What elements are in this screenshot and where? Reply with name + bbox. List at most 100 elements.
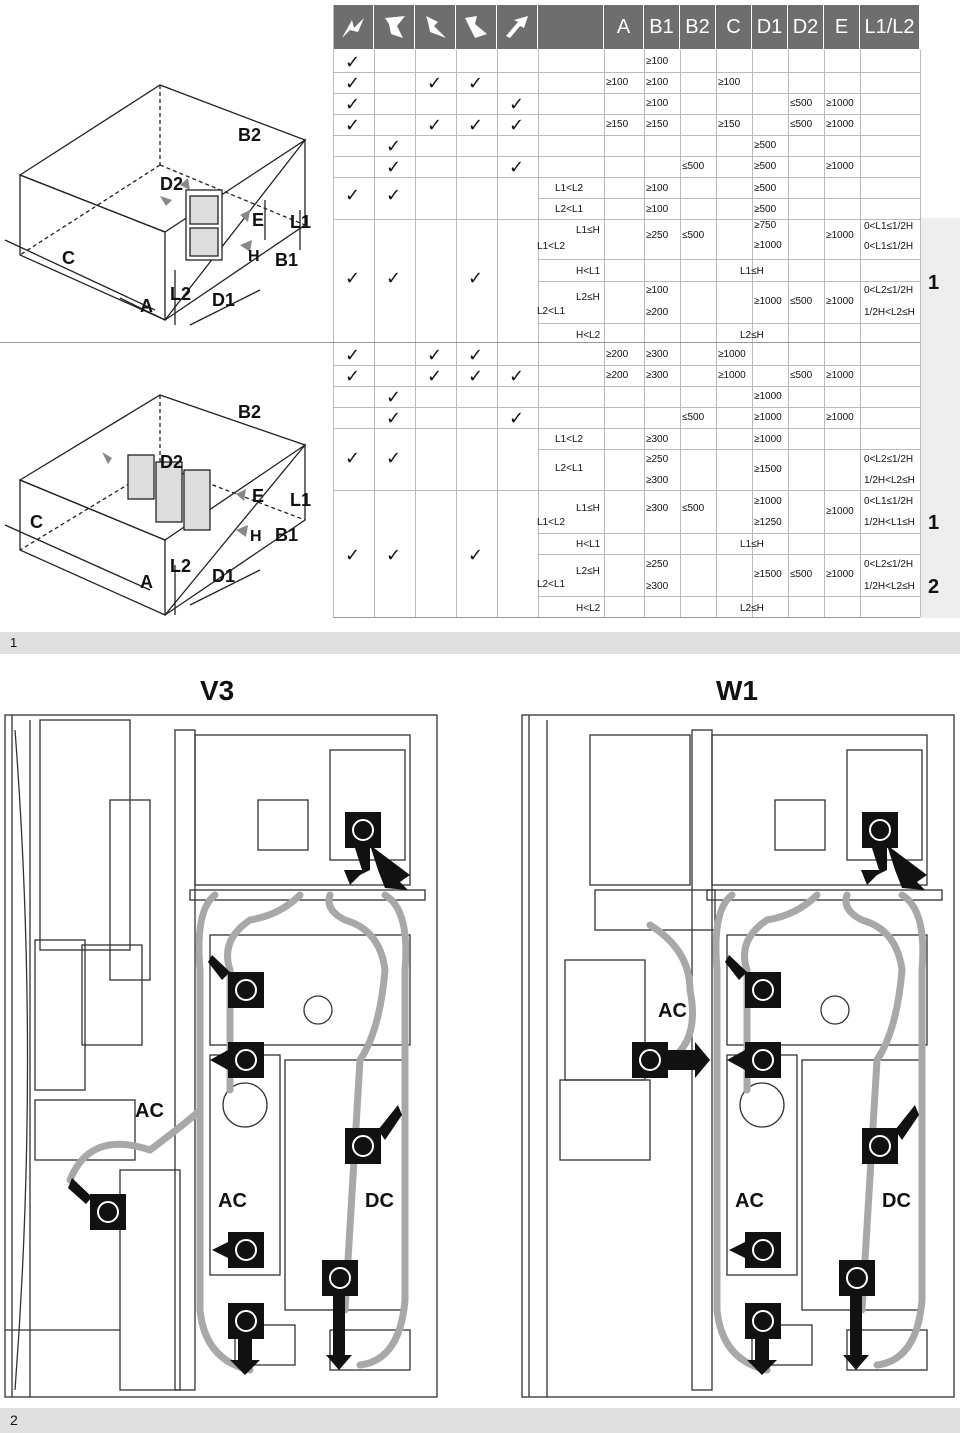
table-cell: ≥1000 (718, 370, 746, 381)
table-cell: ≥1500 (754, 464, 782, 475)
table-cell: ≤500 (790, 119, 813, 130)
checkmark-icon: ✓ (509, 157, 525, 178)
ac-label-right-2: AC (735, 1190, 764, 1212)
dc-label-left: DC (365, 1190, 394, 1212)
table-cell: ≤500 (682, 412, 705, 423)
table-cell: ≥1000 (826, 506, 854, 517)
checkmark-icon: ✓ (386, 387, 402, 408)
table-cell: ≥100 (646, 285, 669, 296)
checkmark-icon: ✓ (509, 94, 525, 115)
clearance-isometric-diagrams (4, 84, 307, 617)
dim-label-d2-2: D2 (160, 452, 184, 472)
checkmark-icon: ✓ (345, 545, 361, 566)
dim-label-c-2: C (30, 512, 43, 532)
table-cell: ≥500 (754, 204, 777, 215)
condition-l1-le-h: L1≤H (576, 225, 600, 236)
side-band (920, 218, 960, 618)
table-cell: ≤500 (790, 296, 813, 307)
dim-label-e: E (252, 210, 265, 230)
table-cell: ≥500 (754, 183, 777, 194)
checkmark-icon: ✓ (386, 157, 402, 178)
checkmark-icon: ✓ (386, 545, 402, 566)
dim-label-b2: B2 (238, 125, 262, 145)
table-cell: ≤500 (682, 230, 705, 241)
table-cell: ≥100 (646, 98, 669, 109)
table-cell: ≥1000 (754, 391, 782, 402)
dim-label-l1: L1 (290, 212, 312, 232)
table-cell: L2≤H (740, 330, 764, 341)
side-ref-2: 2 (928, 576, 940, 598)
dim-label-d1-2: D1 (212, 566, 236, 586)
table-cell: ≥1000 (826, 119, 854, 130)
dc-label-right: DC (882, 1190, 911, 1212)
table-cell: ≤500 (790, 569, 813, 580)
table-cell: ≥300 (646, 434, 669, 445)
table-cell: ≤500 (790, 370, 813, 381)
table-cell: ≥200 (606, 349, 629, 360)
dim-label-l1-2: L1 (290, 490, 312, 510)
header-d1: D1 (752, 5, 788, 49)
checkmark-icon: ✓ (427, 73, 443, 94)
direction-arrow-icon-2 (374, 5, 415, 49)
table-cell: L1≤H (740, 539, 764, 550)
dim-label-b1-2: B1 (275, 525, 299, 545)
table-cell: ≥1000 (826, 161, 854, 172)
checkmark-icon: ✓ (468, 366, 484, 387)
dim-label-a: A (140, 296, 153, 316)
checkmark-icon: ✓ (427, 366, 443, 387)
table-cell: ≥150 (606, 119, 629, 130)
dim-label-d2: D2 (160, 174, 184, 194)
header-b2: B2 (680, 5, 716, 49)
checkmark-icon: ✓ (509, 366, 525, 387)
checkmark-icon: ✓ (345, 268, 361, 289)
condition-l2-le-h: L2≤H (576, 566, 600, 577)
side-ref-1a: 1 (928, 272, 940, 294)
table-cell: ≥1000 (718, 349, 746, 360)
table-cell: ≥1000 (826, 230, 854, 241)
checkmark-icon: ✓ (509, 408, 525, 429)
condition-l2-lt-l1: L2<L1 (537, 579, 566, 590)
direction-arrow-icon-3 (415, 5, 456, 49)
table-cell: ≥100 (646, 56, 669, 67)
dim-label-b2-2: B2 (238, 402, 262, 422)
header-d2: D2 (788, 5, 824, 49)
table-cell: ≥1000 (826, 296, 854, 307)
dim-label-c: C (62, 248, 75, 268)
panel-title-v3: V3 (200, 675, 235, 706)
table-cell: 0<L1≤1/2H (864, 496, 914, 507)
ac-label-right-1: AC (658, 1000, 687, 1022)
checkmark-icon: ✓ (468, 545, 484, 566)
table-cell: 0<L2≤1/2H (864, 559, 914, 570)
table-cell: ≥150 (646, 119, 669, 130)
condition-l1-lt-l2: L1<L2 (555, 434, 584, 445)
side-ref-1b: 1 (928, 512, 940, 534)
table-cell: 1/2H<L1≤H (864, 517, 915, 528)
table-cell: ≥250 (646, 230, 669, 241)
condition-l2-le-h: L2≤H (576, 292, 600, 303)
header-c: C (716, 5, 752, 49)
section-bar: 1 (0, 632, 960, 654)
table-cell: ≥1000 (754, 296, 782, 307)
checkmark-icon: ✓ (345, 94, 361, 115)
table-cell: L1≤H (740, 266, 764, 277)
table-cell: 0<L2≤1/2H (864, 285, 914, 296)
checkmark-icon: ✓ (509, 115, 525, 136)
panel-title-w1: W1 (716, 675, 758, 706)
dim-label-l2: L2 (170, 284, 192, 304)
ac-label-left-1: AC (135, 1100, 164, 1122)
footer-bar: 2 (0, 1408, 960, 1433)
table-cell: ≥300 (646, 349, 669, 360)
table-cell: ≥1000 (826, 569, 854, 580)
table-cell: ≥1500 (754, 569, 782, 580)
table-cell: ≤500 (682, 503, 705, 514)
table-cell: 0<L2≤1/2H (864, 454, 914, 465)
header-b1: B1 (644, 5, 680, 49)
header-l1-l2: L1/L2 (860, 5, 920, 49)
table-cell: ≥1000 (826, 370, 854, 381)
table-cell: ≥1250 (754, 517, 782, 528)
checkmark-icon: ✓ (345, 448, 361, 469)
checkmark-icon: ✓ (386, 268, 402, 289)
clearance-table: C A L2 D1 H B1 L1 E D2 B2 C A L2 D1 H B1… (0, 0, 960, 620)
dim-label-h-2: H (250, 528, 262, 545)
table-cell: ≥200 (606, 370, 629, 381)
